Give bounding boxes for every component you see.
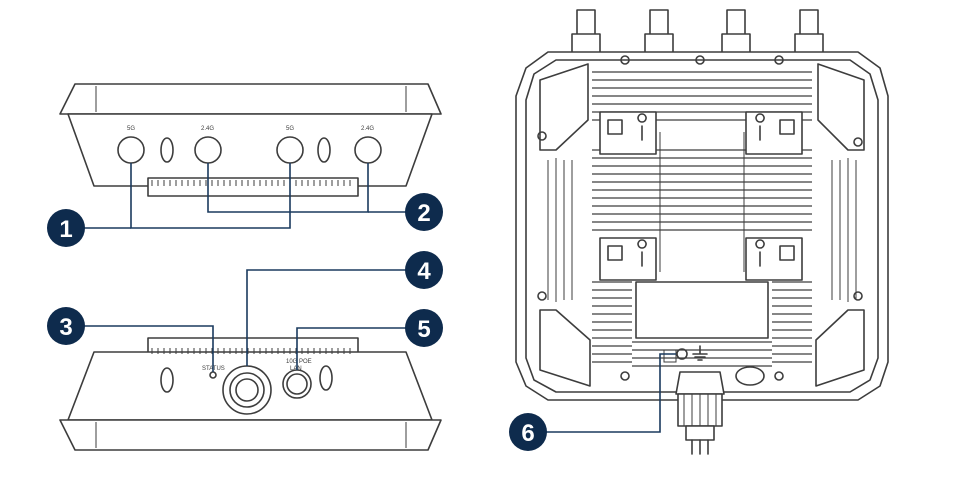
vent-slot-icon: [160, 137, 174, 163]
rear-gland-cap: [735, 366, 765, 386]
label-lan-sub: LAN: [290, 366, 302, 372]
rear-heatsink-fins: [592, 71, 812, 367]
keyhole-icon: [637, 113, 647, 141]
svg-text:5: 5: [417, 316, 430, 343]
label-5g-left: 5G: [127, 126, 135, 132]
keyhole-icon: [637, 239, 647, 267]
keyhole-icon: [755, 239, 765, 267]
callout-3: 3: [47, 307, 85, 345]
callout-1: 1: [47, 209, 85, 247]
svg-text:2: 2: [417, 200, 430, 227]
vent-slot-icon: [317, 137, 331, 163]
vent-slot-icon: [160, 367, 174, 393]
svg-text:3: 3: [59, 314, 72, 341]
top-view-fins: [151, 180, 351, 186]
top-view: 5G 2.4G 5G 2.4G: [59, 83, 442, 197]
ground-icon: [692, 345, 708, 361]
label-5g-right: 5G: [286, 126, 294, 132]
bottom-view-fins: [151, 348, 351, 354]
vent-slot-icon: [319, 365, 333, 391]
mounting-bracket-slots: [599, 111, 803, 281]
label-lan: 10G POE: [286, 359, 312, 365]
ground-screw: [676, 348, 688, 360]
callout-4: 4: [405, 251, 443, 289]
bottom-view: STATUS 10G POE LAN: [59, 337, 442, 451]
callout-2: 2: [405, 193, 443, 231]
label-24g-right: 2.4G: [361, 126, 374, 132]
svg-text:1: 1: [59, 216, 72, 243]
rear-view: [515, 9, 889, 455]
label-plate: [635, 281, 769, 339]
svg-text:6: 6: [521, 420, 534, 447]
antenna-connectors: [571, 9, 824, 57]
svg-text:4: 4: [417, 258, 431, 285]
label-24g-left: 2.4G: [201, 126, 214, 132]
keyhole-icon: [755, 113, 765, 141]
callout-6: 6: [509, 413, 547, 451]
callout-5: 5: [405, 309, 443, 347]
